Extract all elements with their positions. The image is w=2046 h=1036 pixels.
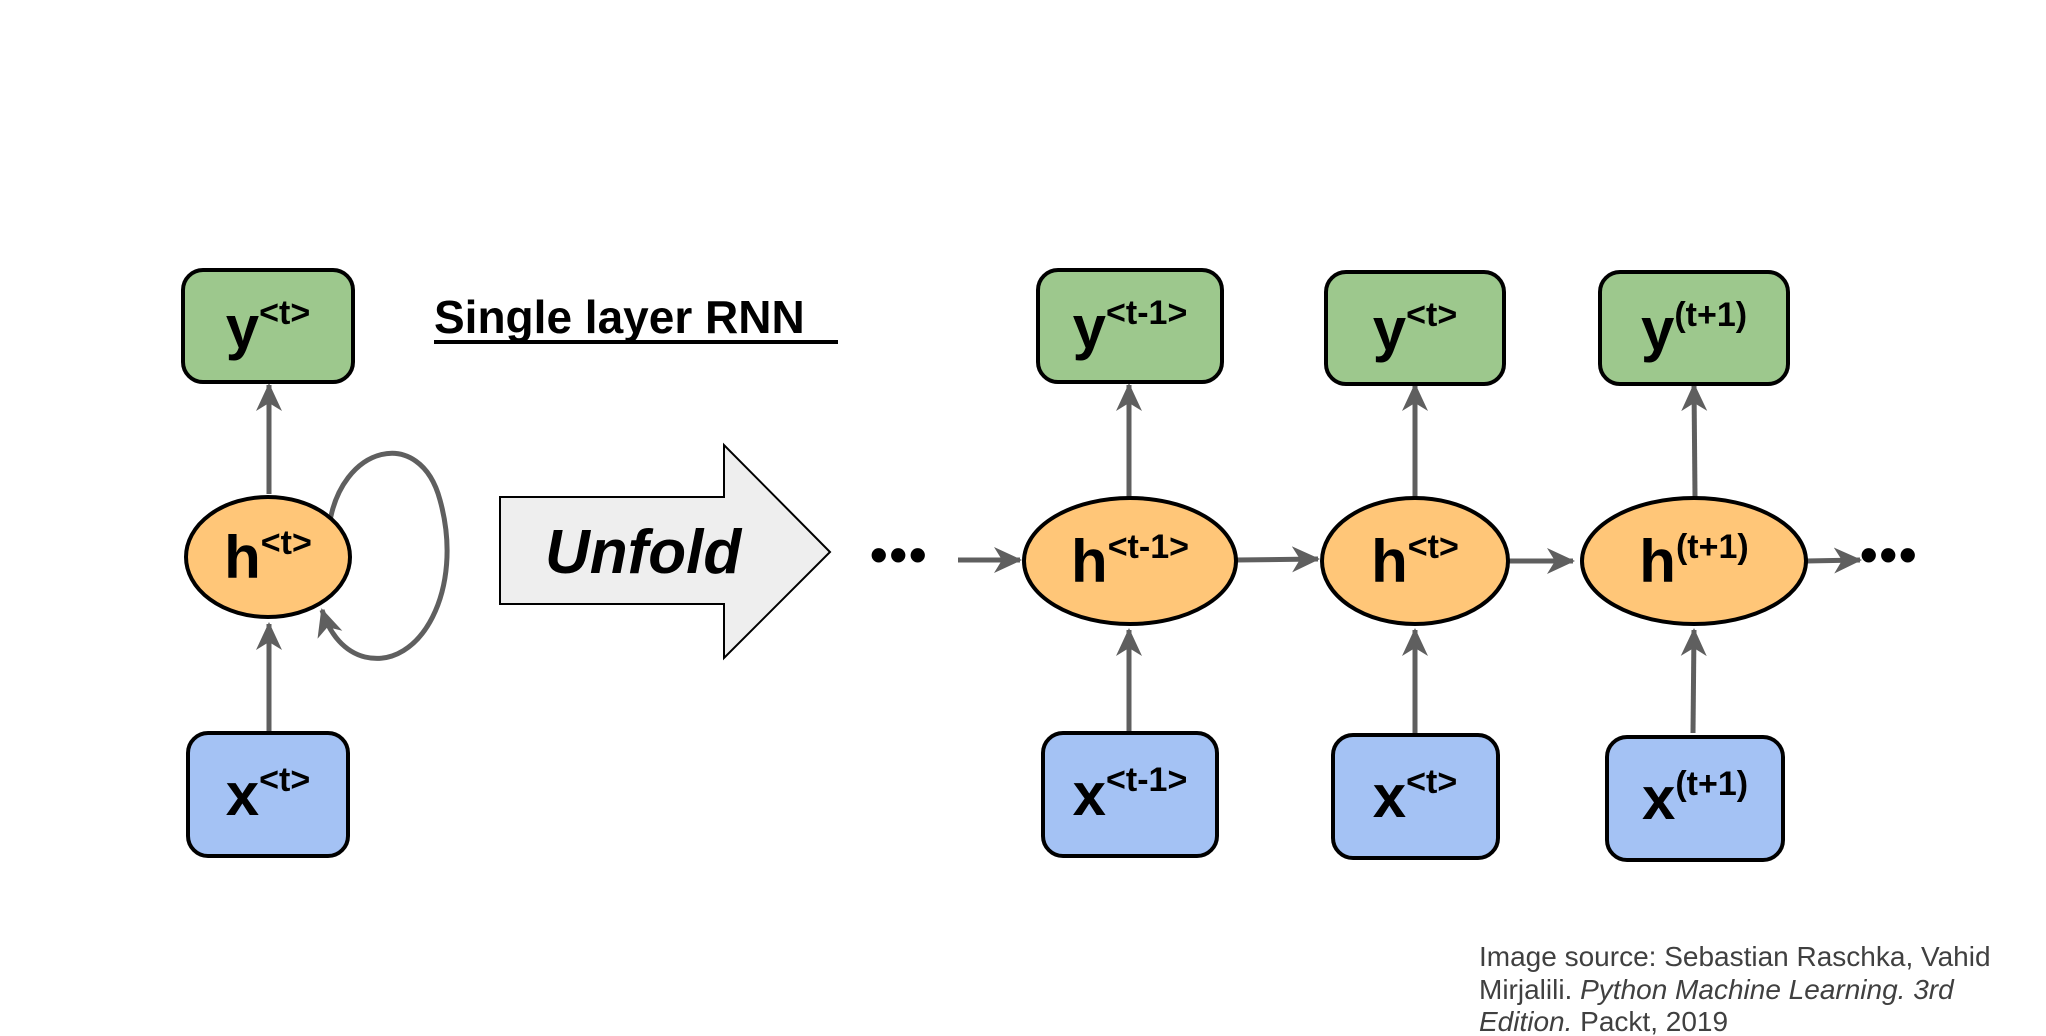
h-arrow-out (1805, 547, 1862, 574)
input-label: x<t> (1373, 763, 1457, 830)
source-line-3: Edition. Packt, 2019 (1479, 1006, 1728, 1036)
hidden-label: h<t-1> (1071, 528, 1189, 595)
h-arrow-1-2 (1235, 546, 1320, 573)
output-label: y(t+1) (1641, 296, 1747, 363)
unfold-arrow-shape (499, 442, 832, 661)
hidden-to-output-arrow (1681, 383, 1708, 498)
input-to-hidden-arrow (1680, 628, 1707, 734)
recurrent-loop-arrow (317, 450, 450, 661)
step-t-minus-1: y<t-1> h<t-1> x<t-1> (1022, 268, 1238, 858)
diagram-title: Single layer RNN (434, 291, 805, 343)
hidden-node (1580, 496, 1808, 626)
input-label: x<t-1> (1073, 761, 1188, 828)
folded-rnn: y<t> h<t> x<t> (181, 268, 450, 858)
output-label: y<t-1> (1073, 294, 1188, 361)
source-caption: Image source: Sebastian Raschka, Vahid M… (1479, 941, 1991, 1036)
output-label: y<t> (226, 294, 310, 361)
hidden-node (184, 495, 352, 619)
input-node (1605, 735, 1785, 862)
output-node (181, 268, 355, 384)
input-node (186, 731, 350, 858)
trailing-ellipsis: ••• (1860, 527, 1919, 583)
output-node (1036, 268, 1224, 384)
step-t: y<t> h<t> x<t> (1320, 270, 1510, 860)
input-node (1041, 731, 1219, 858)
input-label: x(t+1) (1642, 765, 1748, 832)
hidden-label: h(t+1) (1639, 528, 1748, 595)
hidden-node (1022, 496, 1238, 626)
step-t-plus-1: y(t+1) h(t+1) x(t+1) (1580, 270, 1808, 862)
output-label: y<t> (1373, 296, 1457, 363)
input-node (1331, 733, 1500, 860)
unfold-arrow: Unfold (499, 442, 832, 661)
input-label: x<t> (226, 761, 310, 828)
output-node (1324, 270, 1506, 386)
source-line-2: Mirjalili. Python Machine Learning. 3rd (1479, 974, 1955, 1005)
leading-ellipsis: ••• (870, 527, 929, 583)
hidden-node (1320, 496, 1510, 626)
hidden-label: h<t> (224, 524, 312, 591)
hidden-label: h<t> (1371, 528, 1459, 595)
source-line-1: Image source: Sebastian Raschka, Vahid (1479, 941, 1991, 972)
unfolded-rnn: ••• ••• y<t-1> h<t-1> x<t-1> (870, 268, 1919, 862)
unfold-label: Unfold (545, 518, 742, 587)
output-node (1598, 270, 1790, 386)
